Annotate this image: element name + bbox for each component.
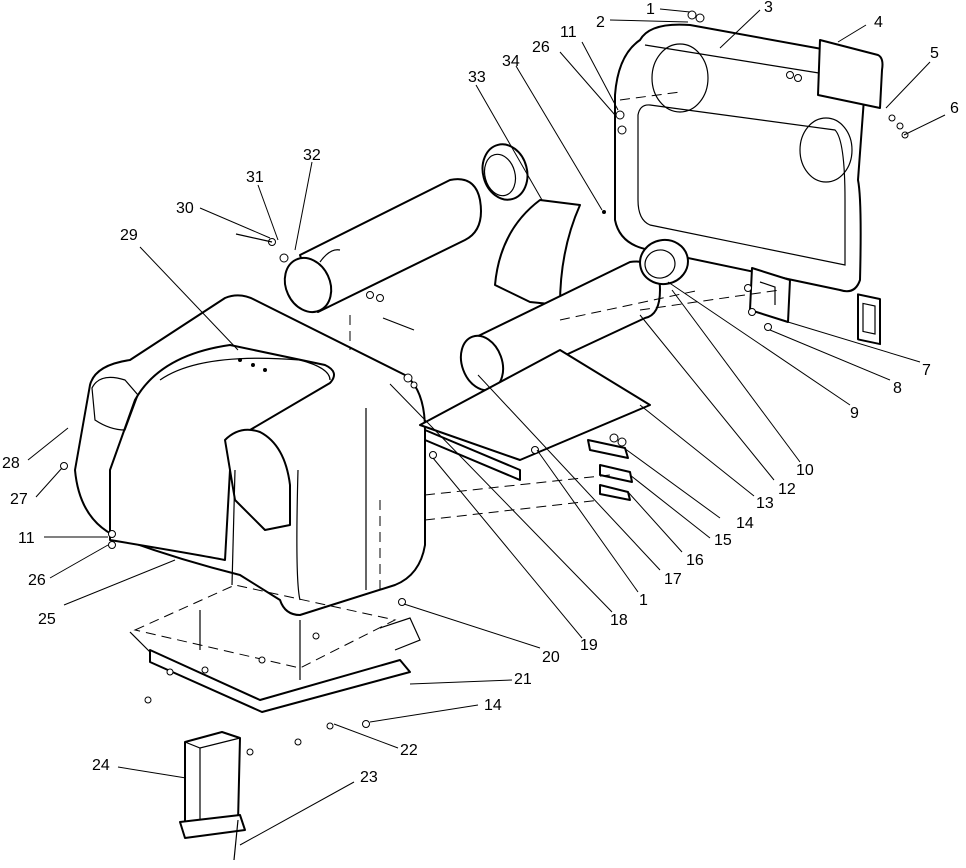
callout-34: 34 xyxy=(502,53,520,70)
lower-ring xyxy=(639,238,689,286)
callout-11-left: 11 xyxy=(18,530,35,547)
callout-22: 22 xyxy=(400,742,418,759)
small-brackets xyxy=(587,439,633,501)
callout-31: 31 xyxy=(246,169,264,186)
callout-27: 27 xyxy=(10,491,28,508)
callout-23: 23 xyxy=(360,769,378,786)
shafts xyxy=(233,233,415,861)
callout-29: 29 xyxy=(120,227,138,244)
callout-32: 32 xyxy=(303,147,321,164)
callout-12: 12 xyxy=(778,481,796,498)
callout-8: 8 xyxy=(893,380,902,397)
base-frame xyxy=(129,584,421,713)
callout-30: 30 xyxy=(176,200,194,217)
callout-1-lower: 1 xyxy=(639,592,648,609)
rear-panel xyxy=(614,23,868,293)
callout-7: 7 xyxy=(922,362,931,379)
callout-13: 13 xyxy=(756,495,774,512)
callout-16: 16 xyxy=(686,552,704,569)
callout-17: 17 xyxy=(664,571,682,588)
side-rail xyxy=(424,429,521,481)
upper-tube xyxy=(283,178,482,314)
callout-24: 24 xyxy=(92,757,110,774)
callout-26-top: 26 xyxy=(532,39,550,56)
upper-ring xyxy=(481,143,529,201)
callout-9: 9 xyxy=(850,405,859,422)
callout-2: 2 xyxy=(596,14,605,31)
callout-33: 33 xyxy=(468,69,486,86)
callout-11-top: 11 xyxy=(560,24,577,41)
front-housing xyxy=(74,294,426,616)
lower-tube xyxy=(459,260,661,392)
callout-19: 19 xyxy=(580,637,598,654)
callout-20: 20 xyxy=(542,649,560,666)
support-column xyxy=(179,731,246,839)
callout-labels: 1 2 3 4 5 6 7 8 9 10 11 11 12 13 14 14 1… xyxy=(2,0,959,786)
flat-panel xyxy=(419,349,651,461)
callout-5: 5 xyxy=(930,45,939,62)
callout-18: 18 xyxy=(610,612,628,629)
callout-25: 25 xyxy=(38,611,56,628)
side-bracket xyxy=(857,293,881,346)
callout-21: 21 xyxy=(514,671,532,688)
callout-14-bottom: 14 xyxy=(484,697,502,714)
callout-15: 15 xyxy=(714,532,732,549)
curved-shield xyxy=(494,199,581,306)
callout-1: 1 xyxy=(646,1,655,18)
callout-26-left: 26 xyxy=(28,572,46,589)
fasteners xyxy=(60,10,909,756)
callout-14-right: 14 xyxy=(736,515,754,532)
decal-plate xyxy=(817,39,884,109)
callout-10: 10 xyxy=(796,462,814,479)
callout-3: 3 xyxy=(764,0,773,16)
callout-28: 28 xyxy=(2,455,20,472)
leader-lines xyxy=(27,8,946,846)
callout-4: 4 xyxy=(874,14,883,31)
callout-6: 6 xyxy=(950,100,959,117)
